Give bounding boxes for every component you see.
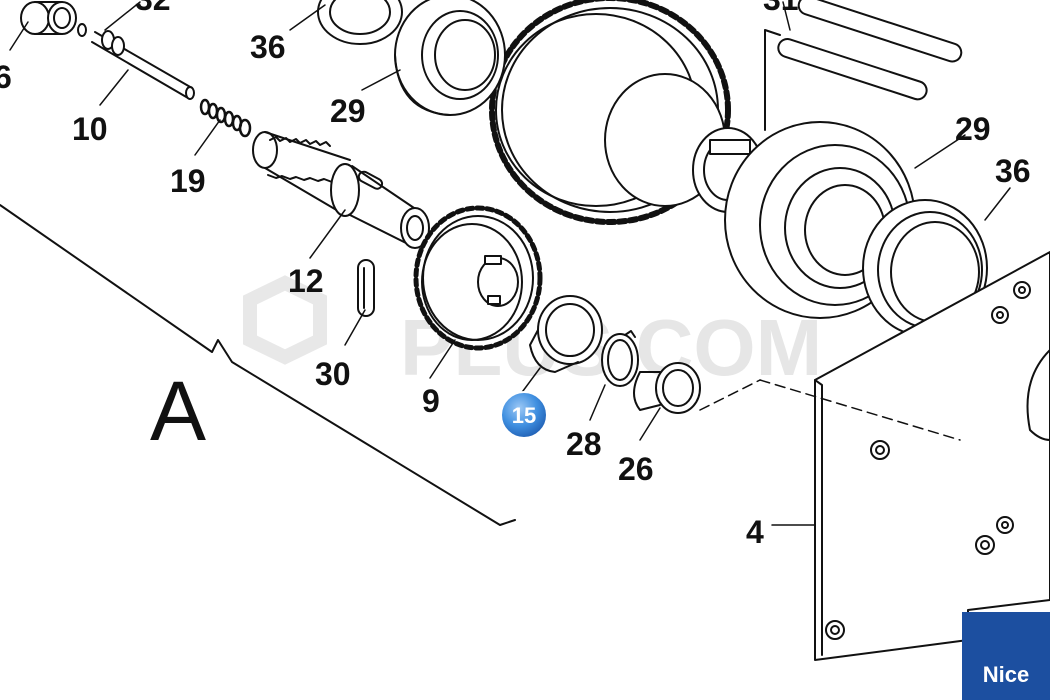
part-19-spring <box>199 98 252 138</box>
label-19: 19 <box>170 163 206 199</box>
brand-name: Nice <box>982 662 1030 687</box>
part-28-circlip <box>601 330 639 387</box>
part-labels: 36 29 29 36 10 19 12 30 9 28 26 4 32 31 … <box>0 0 1031 550</box>
part-26-bushing <box>633 362 701 414</box>
label-30: 30 <box>315 356 351 392</box>
part-31-keys <box>764 0 963 131</box>
part-29-bearing-top <box>394 0 506 116</box>
label-31-partial: 31 <box>763 0 799 17</box>
label-36-right: 36 <box>995 153 1031 189</box>
label-10: 10 <box>72 111 108 147</box>
part-sleeve-top-left <box>20 1 77 35</box>
nice-brand-logo: Nice <box>962 612 1050 700</box>
label-9: 9 <box>422 383 440 419</box>
hotspot-15-label: 15 <box>512 403 536 428</box>
section-label-a: A <box>150 364 206 458</box>
label-36-top: 36 <box>250 29 286 65</box>
part-15-bush <box>529 295 603 373</box>
leader-lines <box>9 1 1011 526</box>
part-36-seal-top <box>317 0 403 45</box>
label-29-top: 29 <box>330 93 366 129</box>
part-large-gear <box>489 0 764 225</box>
label-29-right: 29 <box>955 111 991 147</box>
part-4-plate <box>814 251 1050 661</box>
part-15-hotspot-button[interactable]: 15 <box>500 391 548 439</box>
label-12: 12 <box>288 263 324 299</box>
part-36-seal-right <box>862 199 988 337</box>
label-4: 4 <box>746 514 764 550</box>
part-12-pinion-shaft <box>252 131 430 249</box>
part-9-gear <box>413 205 543 351</box>
part-10-shaft <box>77 23 195 100</box>
part-30-key <box>357 259 375 317</box>
section-boundary-line <box>0 204 516 526</box>
label-6-partial: 6 <box>0 59 12 95</box>
label-26: 26 <box>618 451 654 487</box>
label-28: 28 <box>566 426 602 462</box>
label-32-partial: 32 <box>135 0 171 17</box>
